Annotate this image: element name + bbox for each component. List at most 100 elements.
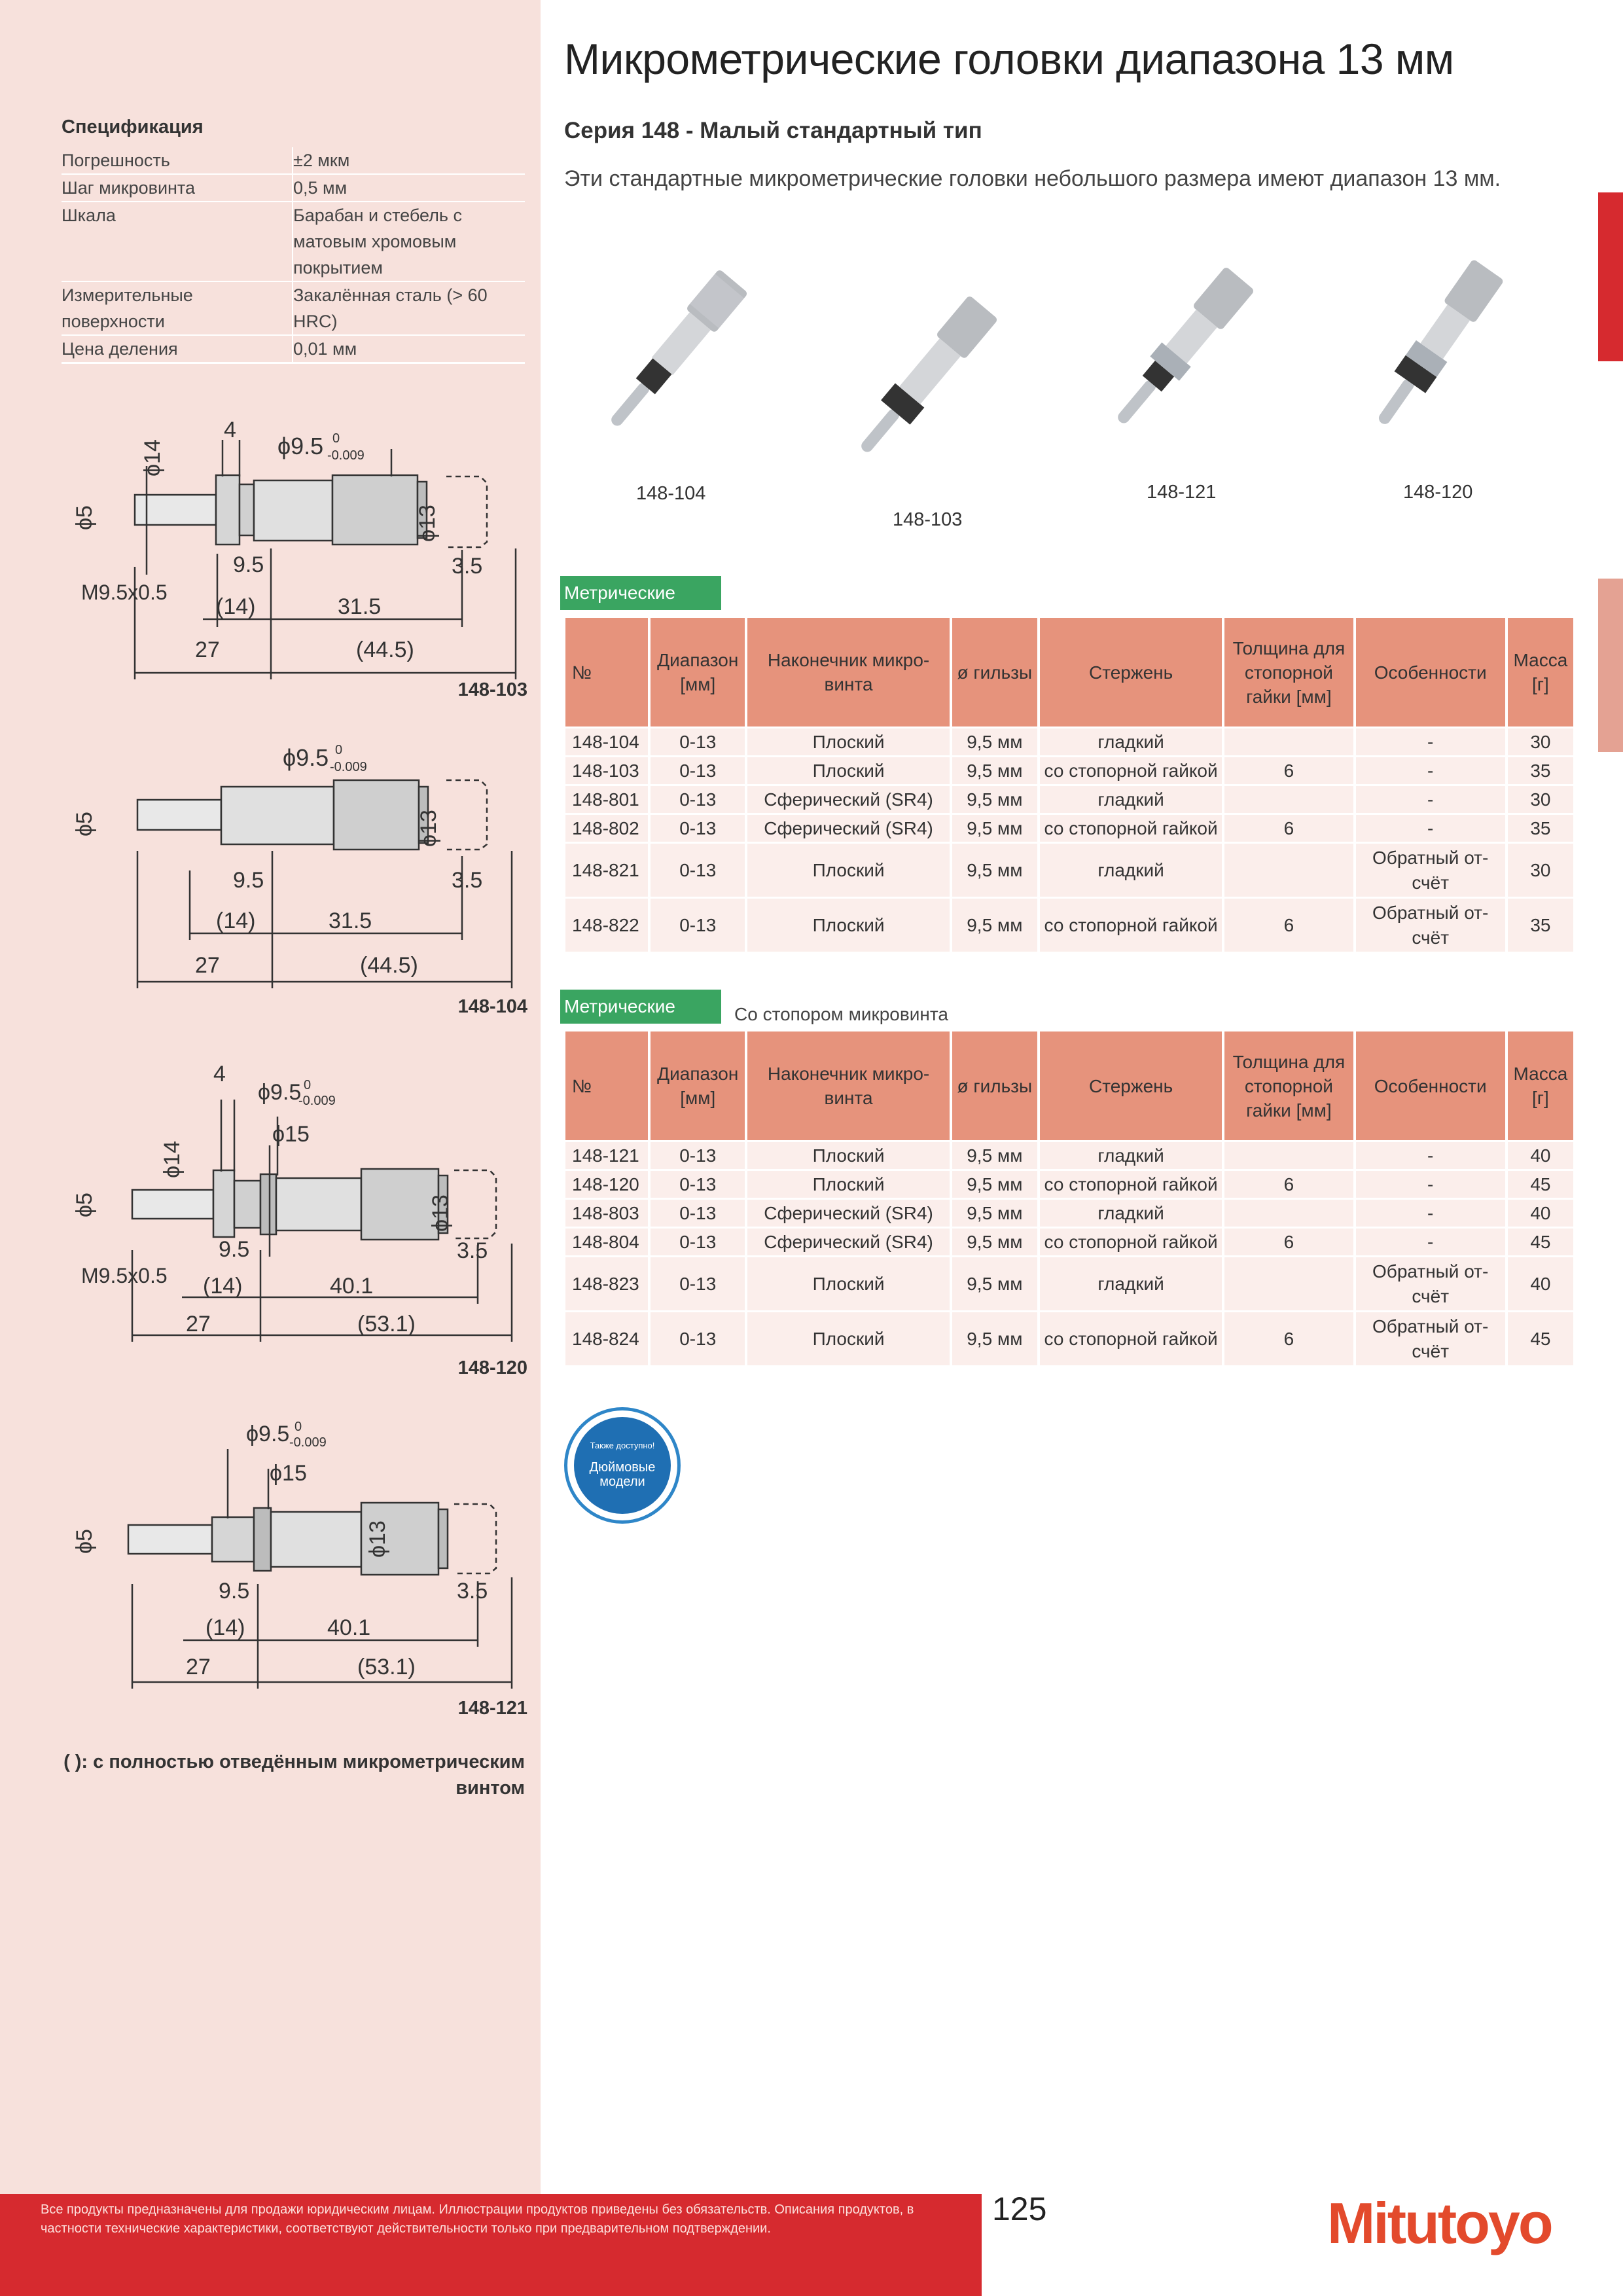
table-cell: - [1355, 1198, 1505, 1227]
table-cell: Плоский [747, 897, 950, 952]
col-header: № [565, 618, 649, 726]
product-photo-148-103: 148-103 [821, 262, 1030, 530]
col-header: Стержень [1039, 1031, 1222, 1140]
spec-key: Шаг микровинта [62, 175, 293, 201]
drawing-label: 148-104 [457, 996, 527, 1017]
table-cell: Сферический (SR4) [747, 813, 950, 842]
table-cell: 0-13 [651, 1255, 745, 1310]
table-cell: Сферический (SR4) [747, 1227, 950, 1255]
drawing-148-104: ϕ9.5 0 -0.009 ϕ5 ϕ13 9.5 (14) 31.5 3.5 2… [62, 740, 527, 1028]
footer-disclaimer: Все продукты предназначены для продажи ю… [41, 2202, 914, 2236]
table-cell: 0-13 [651, 842, 745, 897]
table-cell: Плоский [747, 755, 950, 784]
section-tag: Метрические [560, 576, 721, 610]
dim-nut-width: 4 [224, 418, 236, 442]
dim-c: 31.5 [338, 594, 381, 619]
dim-f: (44.5) [356, 637, 414, 662]
table-header-row: № Диапазон [мм] Наконечник микро-винта ø… [565, 618, 1573, 726]
micrometer-head-image [1378, 260, 1503, 424]
table-cell: 30 [1507, 784, 1573, 813]
dim-e: 27 [195, 953, 220, 978]
product-code-cell: 148-802 [565, 813, 649, 842]
dim-clamp: ϕ15 [270, 1461, 307, 1486]
product-photo-148-120: 148-120 [1332, 229, 1542, 503]
dim-tol-down: -0.009 [327, 448, 365, 463]
dim-tol-up: 0 [294, 1420, 302, 1434]
table-cell: 9,5 мм [952, 1255, 1037, 1310]
spec-key: Измерительные поверхности [62, 282, 293, 334]
table-cell: 9,5 мм [952, 1198, 1037, 1227]
table-cell: 0-13 [651, 1140, 745, 1169]
table-cell: 35 [1507, 813, 1573, 842]
spec-value: ±2 мкм [293, 151, 350, 170]
table-cell: гладкий [1039, 726, 1222, 755]
page-title: Микрометрические головки диапазона 13 мм [564, 35, 1454, 83]
product-code-cell: 148-803 [565, 1198, 649, 1227]
product-code-cell: 148-104 [565, 726, 649, 755]
table-cell: 6 [1224, 1227, 1353, 1255]
drawing-label: 148-120 [457, 1357, 527, 1378]
spec-key: Шкала [62, 202, 293, 281]
product-code-cell: 148-103 [565, 755, 649, 784]
dim-tol-up: 0 [304, 1078, 311, 1092]
table-cell: 0-13 [651, 1169, 745, 1198]
section-marker [1598, 192, 1623, 361]
table-cell: 0-13 [651, 1198, 745, 1227]
table-cell: 9,5 мм [952, 1169, 1037, 1198]
table-cell: 9,5 мм [952, 1227, 1037, 1255]
product-code-cell: 148-120 [565, 1169, 649, 1198]
series-title: Серия 148 - Малый стандартный тип [564, 118, 982, 143]
section-tag: Метрические [560, 990, 721, 1024]
photo-label: 148-120 [1403, 482, 1473, 503]
col-header: Диапазон [мм] [651, 618, 745, 726]
table-cell: 9,5 мм [952, 1140, 1037, 1169]
dim-tube: ϕ9.5 [246, 1422, 289, 1446]
dim-d: 3.5 [457, 1238, 488, 1263]
dim-thimble: ϕ13 [365, 1520, 390, 1558]
product-code-cell: 148-822 [565, 897, 649, 952]
col-header: Толщина для стопорной гайки [мм] [1224, 1031, 1353, 1140]
dim-thread: M9.5x0.5 [81, 1264, 168, 1287]
table-cell: 9,5 мм [952, 1310, 1037, 1365]
table-cell: 9,5 мм [952, 842, 1037, 897]
inch-models-badge[interactable]: Также доступно! Дюймовые модели [564, 1407, 681, 1524]
table-cell: 40 [1507, 1140, 1573, 1169]
dim-b: (14) [216, 594, 255, 619]
spec-value: 0,01 мм [293, 339, 357, 359]
table-cell: Обратный от-счёт [1355, 897, 1505, 952]
col-header: Наконечник микро-винта [747, 618, 950, 726]
col-header: ø гильзы [952, 618, 1037, 726]
table-cell: гладкий [1039, 1198, 1222, 1227]
dim-thimble: ϕ13 [428, 1194, 453, 1232]
table-cell: Сферический (SR4) [747, 1198, 950, 1227]
product-table-1: № Диапазон [мм] Наконечник микро-винта ø… [563, 618, 1576, 952]
table-cell: со стопорной гайкой [1039, 755, 1222, 784]
section-note: Со стопором микровинта [734, 1004, 948, 1024]
col-header: Толщина для стопорной гайки [мм] [1224, 618, 1353, 726]
spec-value: 0,5 мм [293, 178, 348, 198]
dim-e: 27 [186, 1312, 211, 1336]
badge-main-text: Дюймовые модели [589, 1460, 656, 1489]
table-cell: 9,5 мм [952, 813, 1037, 842]
table-cell: гладкий [1039, 784, 1222, 813]
footnote: ( ): с полностью отведённым микрометриче… [63, 1751, 525, 1799]
drawing-148-120: 4 ϕ9.5 0 -0.009 ϕ15 ϕ14 ϕ5 ϕ13 M9.5x0.5 … [62, 1060, 527, 1388]
col-header: Особенности [1355, 618, 1505, 726]
table-cell: 6 [1224, 897, 1353, 952]
dim-tol-down: -0.009 [289, 1435, 327, 1450]
table-cell: 0-13 [651, 784, 745, 813]
table-cell: 6 [1224, 1169, 1353, 1198]
dim-b: (14) [203, 1274, 242, 1299]
dim-b: (14) [205, 1615, 245, 1640]
drawing-label: 148-103 [457, 679, 527, 700]
